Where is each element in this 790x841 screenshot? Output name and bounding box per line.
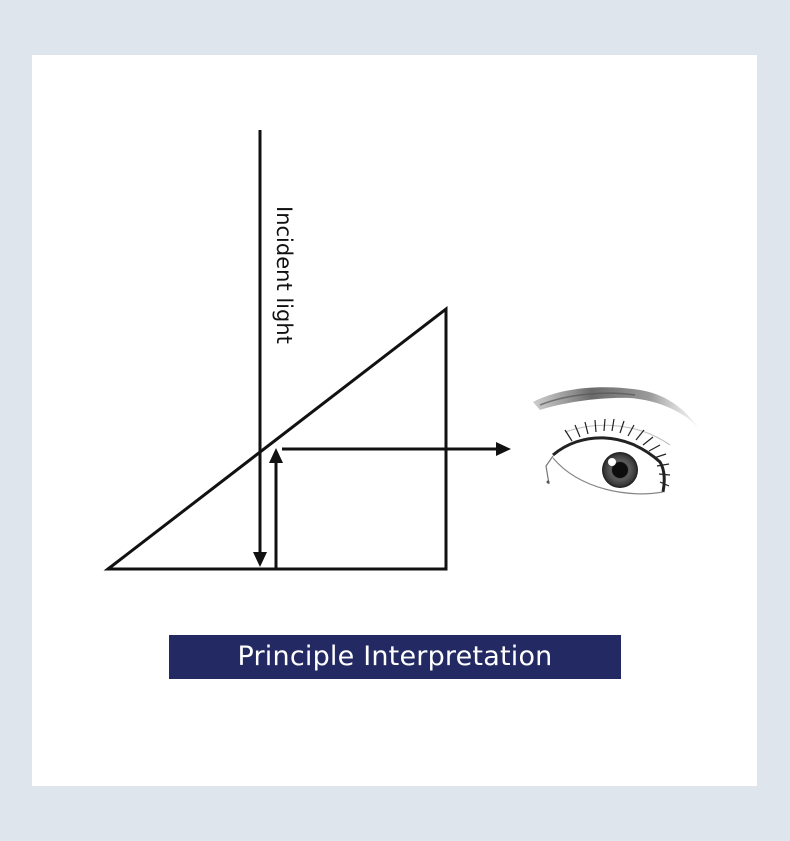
incident-light-label: Incident light <box>272 206 296 344</box>
caption-banner: Principle Interpretation <box>169 635 621 679</box>
arrow-up-icon <box>269 448 283 463</box>
exit-light-ray <box>282 442 511 456</box>
arrow-right-icon <box>496 442 511 456</box>
arrow-down-icon <box>253 552 267 567</box>
reflected-light-ray <box>269 448 283 569</box>
incident-light-ray <box>253 130 267 567</box>
eye-icon <box>533 387 700 495</box>
caption-text: Principle Interpretation <box>237 640 553 672</box>
